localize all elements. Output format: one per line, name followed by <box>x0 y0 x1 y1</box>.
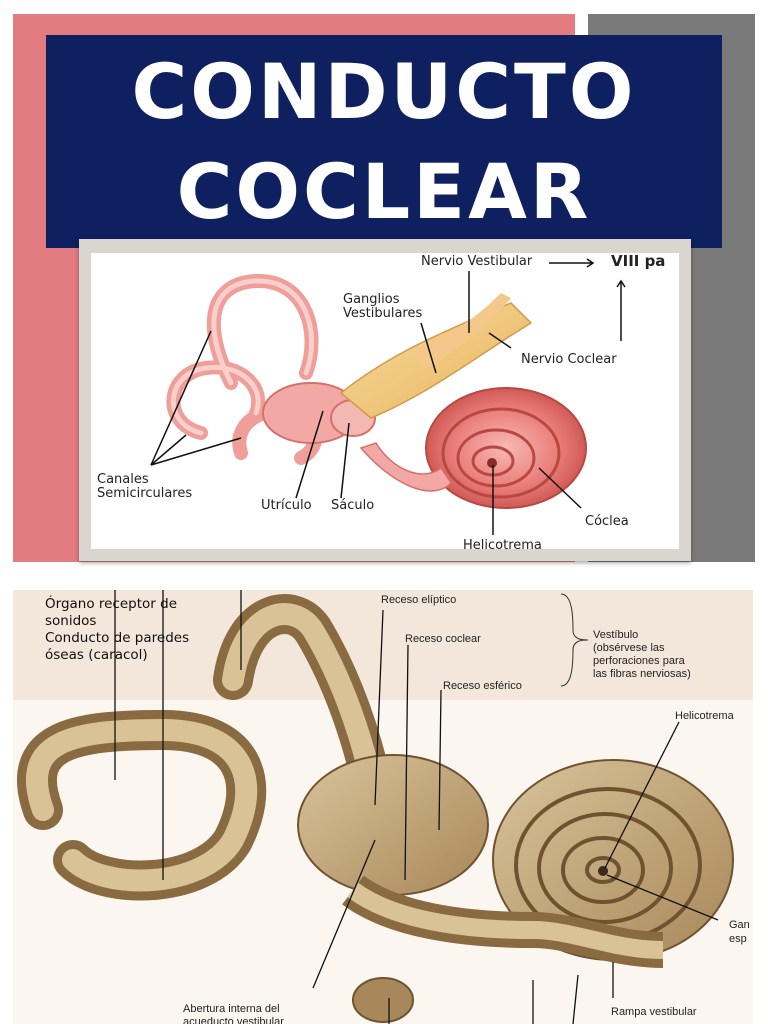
organ-description: Órgano receptor de sonidos Conducto de p… <box>45 596 189 664</box>
label-ganglios-2: Vestibulares <box>343 306 423 321</box>
inner-ear-illustration-card: Nervio Vestibular VIII pa Ganglios Vesti… <box>79 239 691 561</box>
title-banner: CONDUCTO COCLEAR <box>46 35 722 248</box>
label-abertura-2: acueducto vestibular <box>183 1016 284 1024</box>
organ-description-line-2: sonidos <box>45 613 97 629</box>
label-ganglios-1: Ganglios <box>343 292 400 307</box>
label-nervio-coclear: Nervio Coclear <box>521 352 617 367</box>
inner-ear-drawing <box>150 258 626 535</box>
label-helicotrema-bottom: Helicotrema <box>675 710 734 722</box>
organ-description-line-3: Conducto de paredes <box>45 630 190 646</box>
label-vestibulo-4: las fibras nerviosas) <box>593 668 691 680</box>
label-receso-esferico: Receso esférico <box>443 680 522 692</box>
bony-labyrinth-illustration: Órgano receptor de sonidos Conducto de p… <box>13 590 753 1024</box>
organ-description-line-1: Órgano receptor de <box>45 596 178 612</box>
label-canales-1: Canales <box>97 472 149 487</box>
title-line-1: CONDUCTO <box>131 46 637 136</box>
label-coclea: Cóclea <box>585 514 629 529</box>
label-utriculo: Utrículo <box>261 498 312 513</box>
label-receso-coclear: Receso coclear <box>405 633 481 645</box>
label-vestibulo-1: Vestíbulo <box>593 629 639 641</box>
label-viii-par: VIII pa <box>611 253 666 270</box>
label-abertura-1: Abertura interna del <box>183 1003 280 1015</box>
label-vestibulo-2: (obsérvese las <box>593 642 665 654</box>
label-saculo: Sáculo <box>331 498 375 513</box>
label-receso-eliptico: Receso elíptico <box>381 594 457 606</box>
label-gan-2: esp <box>729 933 747 945</box>
label-canales-2: Semicirculares <box>97 486 193 501</box>
label-gan-1: Gan <box>729 919 750 931</box>
bony-labyrinth-drawing <box>13 590 753 1024</box>
label-helicotrema-top: Helicotrema <box>463 538 542 550</box>
label-rampa-vestibular: Rampa vestibular <box>611 1006 697 1018</box>
inner-ear-illustration: Nervio Vestibular VIII pa Ganglios Vesti… <box>91 253 679 549</box>
label-nervio-vestibular: Nervio Vestibular <box>421 254 533 269</box>
label-vestibulo-3: perforaciones para <box>593 655 685 667</box>
title-line-2: COCLEAR <box>176 146 592 236</box>
organ-description-line-4: óseas (caracol) <box>45 647 148 663</box>
